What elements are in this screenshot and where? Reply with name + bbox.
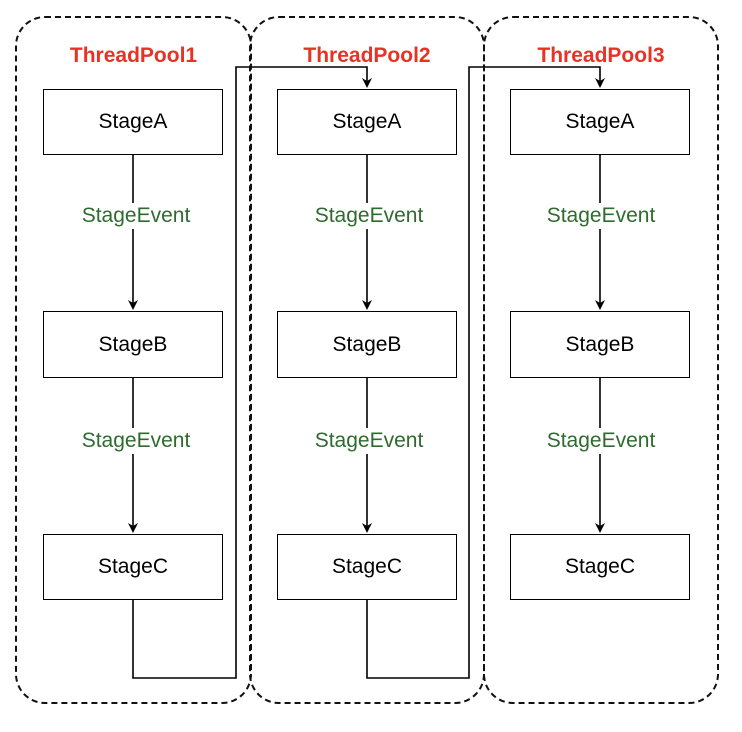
pool1-stage-c: StageC <box>43 534 223 600</box>
pool3-event-label-ab: StageEvent <box>544 203 658 229</box>
thread-pool-1: ThreadPool1 <box>15 16 252 704</box>
pool-title: ThreadPool2 <box>303 44 431 67</box>
pool3-stage-b: StageB <box>510 311 690 378</box>
thread-pool-3: ThreadPool3 <box>483 16 719 704</box>
pool-title: ThreadPool1 <box>69 44 198 67</box>
pool3-stage-c: StageC <box>510 534 690 600</box>
pool1-stage-a: StageA <box>43 89 223 155</box>
pool1-to-pool2-connector <box>132 66 372 679</box>
pool2-to-pool3-connector <box>366 66 605 679</box>
pool2-event-label-bc: StageEvent <box>312 428 426 454</box>
pool1-stage-b: StageB <box>43 311 223 378</box>
pool2-stage-b: StageB <box>277 311 457 378</box>
pool1-event-label-bc: StageEvent <box>79 428 193 454</box>
pool2-event-label-ab: StageEvent <box>312 203 426 229</box>
pool3-event-label-bc: StageEvent <box>544 428 658 454</box>
pool2-stage-a: StageA <box>277 89 457 155</box>
pool-title: ThreadPool3 <box>537 44 665 67</box>
pool1-event-label-ab: StageEvent <box>79 203 193 229</box>
pool2-stage-c: StageC <box>277 534 457 600</box>
pool3-stage-a: StageA <box>510 89 690 155</box>
